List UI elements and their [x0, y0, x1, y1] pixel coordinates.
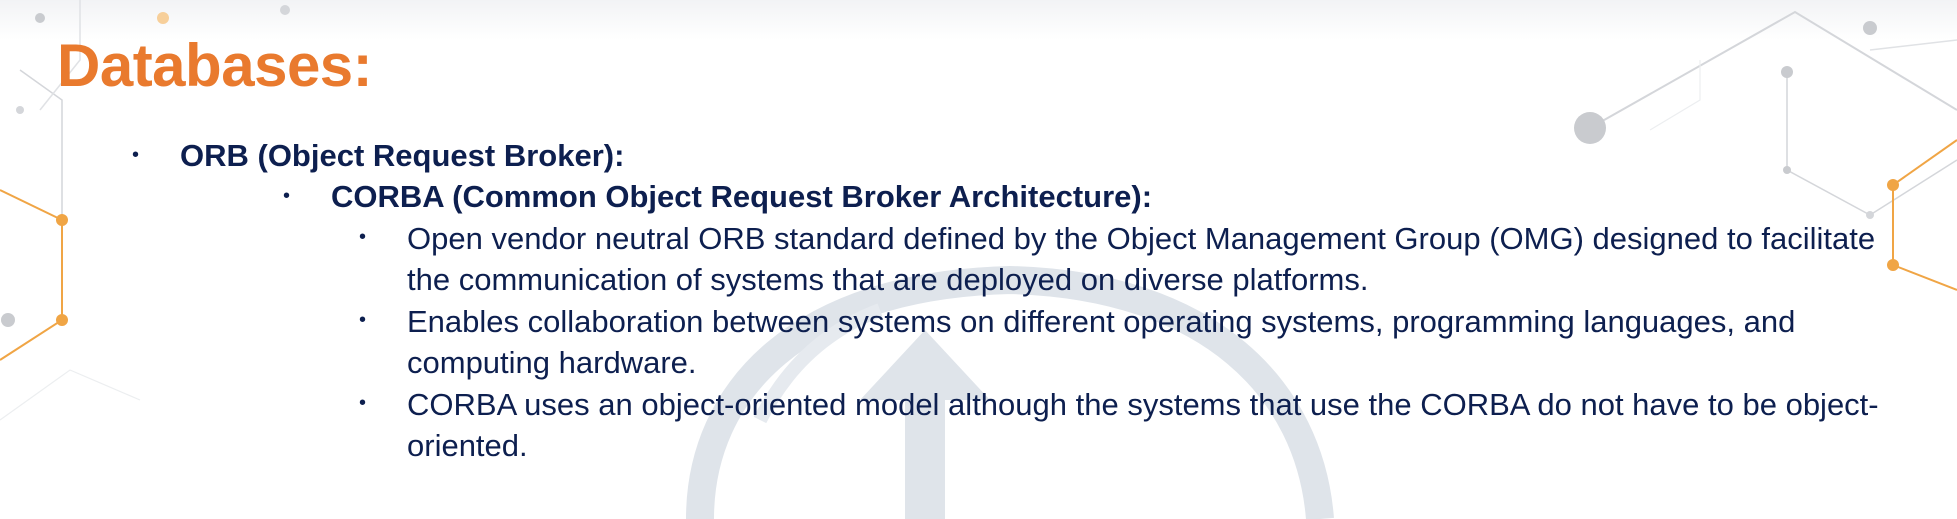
bullet-item-corba: • CORBA (Common Object Request Broker Ar… [283, 177, 1631, 217]
network-lines-icon [1574, 10, 1957, 291]
bullet-dot: • [283, 185, 291, 207]
bullet-dot: • [359, 309, 367, 331]
circular-arrow-up-icon [686, 265, 1334, 519]
bullet-item-corba-collaboration: • Enables collaboration between systems … [359, 301, 1897, 383]
slide-title: Databases: [57, 32, 373, 99]
bullet-item-corba-definition: • Open vendor neutral ORB standard defin… [359, 218, 1897, 300]
bullet-text: ORB (Object Request Broker): [180, 138, 625, 173]
bullet-item-corba-object-model: • CORBA uses an object-oriented model al… [359, 384, 1897, 466]
bullet-dot: • [359, 226, 367, 248]
bullet-text: CORBA (Common Object Request Broker Arch… [331, 179, 1153, 214]
bullet-dot: • [132, 144, 140, 166]
network-lines-icon [0, 0, 290, 421]
bullet-text: Open vendor neutral ORB standard defined… [407, 221, 1876, 297]
bullet-text: Enables collaboration between systems on… [407, 304, 1796, 380]
bullet-text: CORBA uses an object-oriented model alth… [407, 387, 1879, 463]
bullet-dot: • [359, 392, 367, 414]
bullet-item-orb: • ORB (Object Request Broker): [132, 136, 1480, 176]
